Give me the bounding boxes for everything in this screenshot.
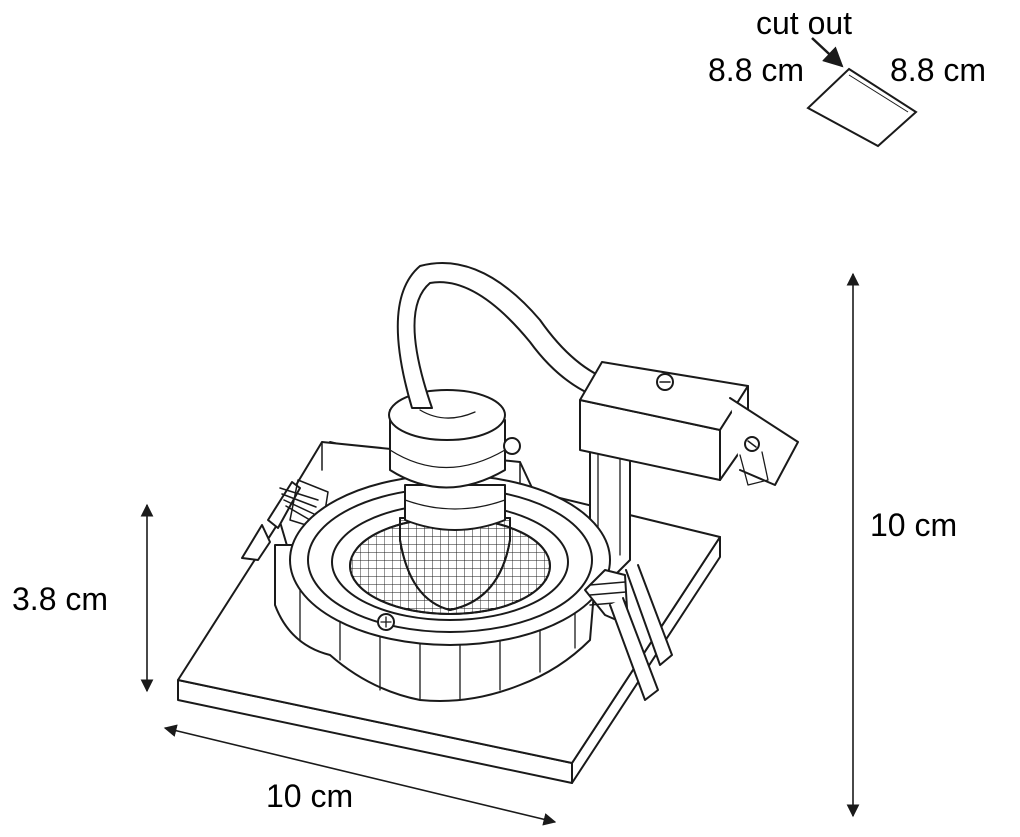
height-total-label: 10 cm: [870, 507, 958, 543]
left-spring-clip: [242, 480, 328, 560]
cable: [398, 263, 615, 408]
height-body-label: 3.8 cm: [12, 581, 109, 617]
cutout-pointer-arrow: [812, 38, 844, 68]
right-spring-clip: [585, 565, 672, 700]
width-base-arrow: [163, 724, 557, 826]
cutout-depth-label: 8.8 cm: [890, 52, 987, 88]
cutout-square: [808, 69, 916, 146]
cutout-width-label: 8.8 cm: [708, 52, 805, 88]
junction-box: [580, 362, 798, 485]
width-base-label: 10 cm: [266, 778, 354, 814]
bezel-screws: [378, 438, 520, 630]
cutout-title-label: cut out: [756, 5, 853, 41]
fixture: [178, 263, 798, 783]
lamp-holder: [389, 390, 505, 488]
lamp: [400, 485, 510, 610]
